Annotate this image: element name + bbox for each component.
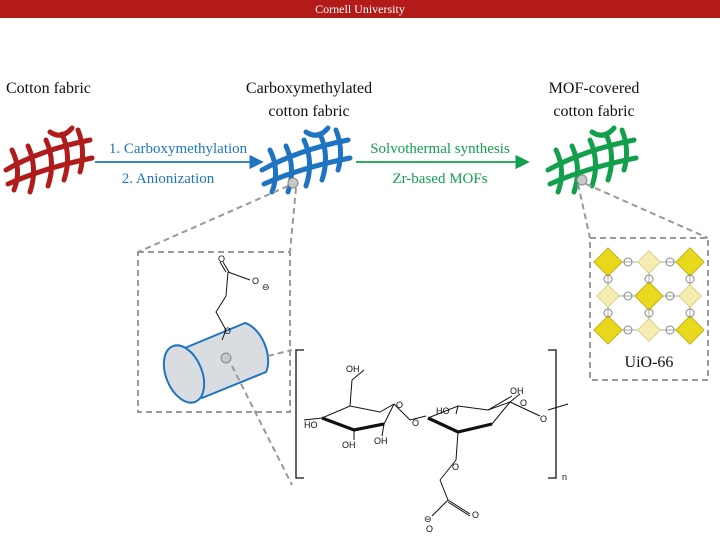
repeat-unit-n: n	[562, 472, 567, 482]
glycosidic-oxygen-2: O	[540, 414, 547, 424]
zoom-lines-fiber	[137, 185, 297, 253]
step-solvothermal: Solvothermal synthesis	[370, 141, 510, 157]
ring-oxygen-1: O	[396, 400, 403, 410]
glycosidic-oxygen: O	[412, 418, 419, 428]
ho-label-2: HO	[436, 406, 450, 416]
mof-zoom-point	[576, 174, 588, 186]
uio66-label: UiO-66	[625, 354, 674, 371]
glucose-ring-1	[303, 369, 427, 440]
mof-covered-fabric-icon	[545, 125, 639, 195]
oh-label-1: OH	[346, 364, 360, 374]
fiber-cylinder	[162, 321, 270, 404]
glucose-ring-2	[427, 393, 569, 517]
carboxymethyl-group: O O O ⊖	[215, 254, 270, 341]
cotton-fabric-icon	[3, 125, 95, 195]
carboxymethylated-fabric-icon	[259, 125, 353, 195]
anion-oxygen: O	[252, 276, 259, 286]
oh-label-3: OH	[374, 436, 388, 446]
polymer-brackets	[295, 349, 557, 479]
uio66-lattice	[593, 247, 705, 345]
step-zr-mofs: Zr-based MOFs	[392, 171, 487, 187]
carbonyl-oxygen: O	[218, 254, 225, 264]
header-banner: Cornell University	[0, 0, 720, 18]
cotton-fabric-label: Cotton fabric	[6, 80, 91, 97]
oh-label-4: OH	[510, 386, 524, 396]
carbonyl-oxygen-2: O	[472, 510, 479, 520]
mof-covered-label-line2: cotton fabric	[553, 103, 634, 120]
negative-charge-symbol-2: ⊖	[424, 514, 432, 524]
mof-covered-label-line1: MOF-covered	[549, 80, 640, 97]
ether-oxygen: O	[224, 326, 231, 336]
negative-charge-symbol: ⊖	[262, 282, 270, 292]
zoom-lines-molecule	[231, 349, 293, 486]
anion-oxygen-2: O	[426, 524, 433, 534]
carboxymethylated-label-line2: cotton fabric	[268, 103, 349, 120]
carboxymethylated-label-line1: Carboxymethylated	[246, 80, 372, 97]
fiber-zoom-point	[287, 177, 299, 189]
institution-name: Cornell University	[315, 2, 405, 16]
oh-label-2: OH	[342, 440, 356, 450]
ring-oxygen-2: O	[520, 398, 527, 408]
zoom-lines-mof	[577, 183, 709, 239]
step-anionization: 2. Anionization	[122, 171, 215, 187]
ho-label-1: HO	[304, 420, 318, 430]
fiber-inset-box	[137, 251, 291, 413]
step-carboxymethylation: 1. Carboxymethylation	[109, 141, 248, 157]
ether-oxygen-2: O	[452, 462, 459, 472]
